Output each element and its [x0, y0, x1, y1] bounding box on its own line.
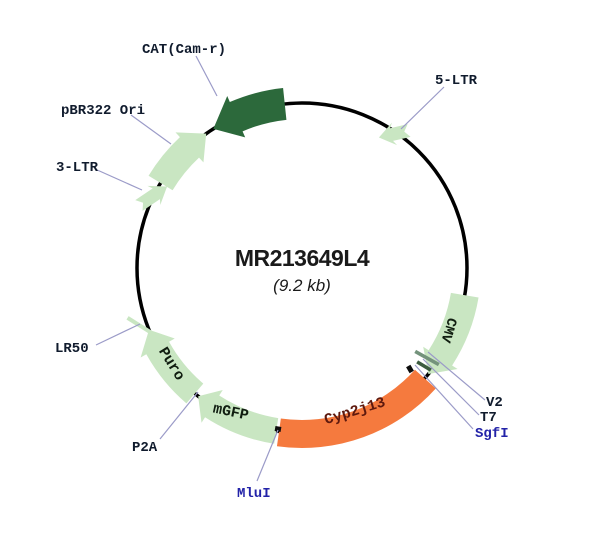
feature-arrow-5-ltr [378, 122, 411, 146]
leader-line-mlui [256, 429, 279, 482]
feature-arrow-3-ltr [135, 185, 168, 211]
plasmid-name: MR213649L4 [235, 245, 370, 271]
feature-label-3ltr: 3-LTR [56, 160, 99, 176]
feature-label-pbr: pBR322 Ori [61, 103, 145, 119]
site-tick-v2-tick [414, 349, 440, 367]
leader-line-p2a [159, 391, 199, 440]
feature-label-5ltr: 5-LTR [435, 73, 478, 89]
feature-label-p2a: P2A [132, 440, 158, 456]
feature-label-lr50: LR50 [55, 341, 89, 357]
feature-label-cat: CAT(Cam-r) [142, 42, 226, 58]
feature-band-cat [213, 87, 287, 138]
leader-line-v2 [427, 351, 486, 401]
feature-band-pbr322 [148, 132, 207, 191]
site-tick-mlui-tick [274, 426, 282, 432]
feature-label-mlui: MluI [237, 486, 271, 502]
leader-line-lr50 [95, 323, 141, 346]
feature-band-puro [140, 329, 204, 404]
site-tick-sgfi-tick [406, 364, 414, 374]
feature-label-v2: V2 [486, 395, 503, 411]
feature-label-t7: T7 [480, 410, 497, 426]
leader-line-pbr [130, 114, 172, 145]
leader-line-5ltr [400, 86, 445, 130]
site-tick-t7-tick [416, 360, 432, 372]
leader-line-t7 [422, 358, 480, 416]
feature-band-cyp2j13 [276, 369, 436, 449]
feature-label-sgfi: SgfI [475, 426, 509, 442]
band-label-cmv: CMV [436, 315, 459, 344]
feature-band-mgfp [198, 390, 279, 444]
feature-band-cmv [423, 292, 479, 375]
leader-line-cat [195, 55, 218, 97]
leader-line-3ltr [94, 168, 143, 191]
leader-line-sgfi [414, 364, 474, 430]
plasmid-size: (9.2 kb) [273, 276, 331, 295]
